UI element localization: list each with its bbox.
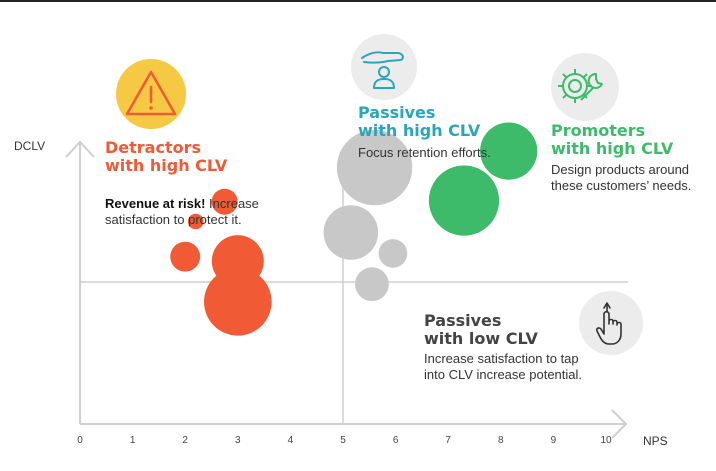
gear-wrench-icon [551, 53, 619, 121]
x-tick-label-8: 8 [498, 435, 504, 446]
detractors-text: Increase satisfaction to protect it. [105, 196, 259, 227]
x-tick-label-9: 9 [551, 435, 557, 446]
x-tick-label-10: 10 [600, 435, 612, 446]
passives-low-text: Increase satisfaction to tap into CLV in… [424, 351, 583, 382]
y-axis-arrow [65, 140, 95, 158]
promoters-bubble-2 [480, 122, 538, 180]
passives-bubble-4 [355, 267, 389, 302]
x-tick-label-0: 0 [77, 435, 83, 446]
x-tick-label-4: 4 [288, 435, 294, 446]
x-tick-label-5: 5 [340, 435, 346, 446]
x-tick-label-3: 3 [235, 435, 241, 446]
passives-high-title: Passives with high CLV [358, 103, 481, 140]
passives-bubble-2 [323, 205, 379, 260]
detractors-bubble-1 [211, 188, 238, 215]
passives-bubble-1 [336, 129, 413, 206]
passives-high-text: Focus retention efforts. [358, 145, 491, 160]
detractors-bubble-5 [204, 268, 272, 336]
hand-person-icon [351, 34, 417, 100]
x-tick-label-6: 6 [393, 435, 399, 446]
detractors-title: Detractors with high CLV [105, 138, 228, 175]
detractors-bubble-3 [170, 241, 201, 272]
detractors-lead: Revenue at risk! [105, 196, 206, 211]
warning-icon [116, 59, 186, 129]
detractors-description: Revenue at risk! Increase satisfaction t… [105, 180, 259, 228]
x-axis-arrow [611, 409, 628, 439]
promoters-title: Promoters with high CLV [551, 121, 674, 158]
passives-bubble-3 [378, 239, 408, 268]
pointer-hand-icon [579, 291, 643, 355]
detractors-bubble-2 [187, 213, 204, 230]
passives-low-title: Passives with low CLV [424, 311, 538, 348]
promoters-bubble-1 [428, 165, 500, 236]
y-axis-label: DCLV [14, 139, 46, 153]
x-axis-label: NPS [643, 434, 668, 448]
promoters-text: Design products around these customers’ … [551, 162, 692, 193]
x-tick-label-1: 1 [130, 435, 136, 446]
x-tick-label-2: 2 [182, 435, 188, 446]
x-tick-label-7: 7 [445, 435, 451, 446]
top-border-line [0, 0, 716, 2]
